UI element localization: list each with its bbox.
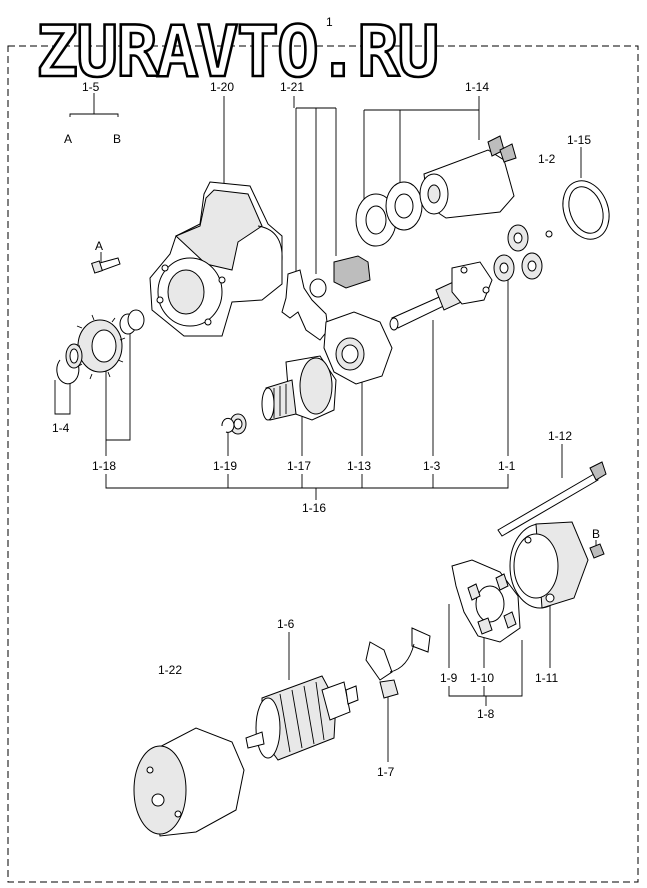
label-1-20: 1-20 [210,80,234,94]
label-1-8: 1-8 [477,707,495,721]
label-1-5: 1-5 [82,80,100,94]
brush-holder-part [451,559,521,643]
thrust-ring-part [119,309,145,335]
label-a-top: A [64,132,72,146]
brush-part [365,627,431,699]
label-1-3: 1-3 [423,459,441,473]
label-1-15: 1-15 [567,133,591,147]
rear-ring-part [545,180,610,240]
label-1-9: 1-9 [440,671,458,685]
internal-gear-part [323,311,393,385]
label-1-4: 1-4 [52,421,70,435]
bolt-a-part [91,257,121,274]
label-1-13: 1-13 [347,459,371,473]
top-label: 1 [326,15,333,29]
dashed-frame [7,45,639,883]
drive-lever-part [281,255,371,341]
pinion-gear-part [74,314,126,380]
label-1-14: 1-14 [465,80,489,94]
label-1-16: 1-16 [302,501,326,515]
label-1-7: 1-7 [377,765,395,779]
label-1-19: 1-19 [213,459,237,473]
rear-cover-part [509,521,605,609]
label-1-1: 1-1 [498,459,516,473]
armature-part [245,675,359,761]
snap-ring-part [56,343,83,385]
planetary-gears-part [493,224,543,282]
yoke-part [133,727,245,837]
front-housing-part [149,181,283,337]
watermark-text: ZURAVTO.RU [36,11,437,93]
label-1-22: 1-22 [158,663,182,677]
label-b-top: B [113,132,121,146]
solenoid-switch-part [355,135,517,247]
clutch-shaft-part [261,355,337,421]
label-1-2: 1-2 [538,152,556,166]
label-1-21: 1-21 [280,80,304,94]
leader-lines [54,93,597,762]
label-a-bolt: A [95,239,103,253]
label-1-18: 1-18 [92,459,116,473]
label-1-10: 1-10 [470,671,494,685]
label-1-11: 1-11 [535,671,558,685]
label-1-17: 1-17 [287,459,311,473]
label-1-6: 1-6 [277,617,295,631]
label-1-12: 1-12 [548,429,572,443]
planet-shaft-part [389,261,493,331]
label-b-screw: B [592,527,600,541]
part-labels: 1-5 A B 1-20 1-21 1-14 1-15 1-2 A 1-4 1-… [52,80,600,779]
stop-collar-part [221,413,247,435]
through-bolt-part [497,461,607,537]
